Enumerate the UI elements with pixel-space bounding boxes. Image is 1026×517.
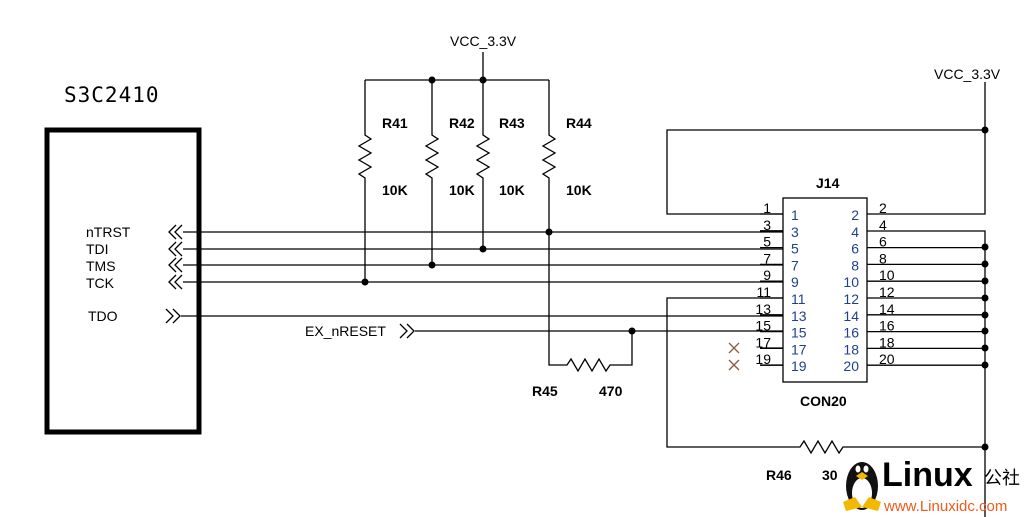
pin-inner-label-2: 2 bbox=[851, 207, 859, 223]
connector-ref: J14 bbox=[816, 175, 840, 191]
pin-inner-label-4: 4 bbox=[851, 224, 859, 240]
signal-tms: TMS bbox=[86, 258, 116, 274]
pin-outer-label-14: 14 bbox=[879, 301, 895, 317]
pin-inner-label-14: 14 bbox=[843, 308, 859, 324]
r42-value: 10K bbox=[449, 182, 475, 198]
r46-ref: R46 bbox=[766, 467, 792, 483]
tux-logo bbox=[843, 462, 881, 511]
pin-outer-label-17: 17 bbox=[755, 334, 771, 350]
connector-type: CON20 bbox=[800, 393, 847, 409]
pin-inner-label-6: 6 bbox=[851, 241, 859, 257]
pin-inner-label-11: 11 bbox=[791, 291, 806, 307]
vcc-right-label: VCC_3.3V bbox=[934, 66, 1001, 82]
connector-body bbox=[782, 197, 868, 383]
signal-ntrst: nTRST bbox=[86, 224, 131, 240]
pin-inner-label-17: 17 bbox=[791, 341, 807, 357]
chip-name: S3C2410 bbox=[64, 83, 160, 107]
pin-outer-label-20: 20 bbox=[879, 351, 895, 367]
pin-outer-label-10: 10 bbox=[879, 267, 895, 283]
junctions bbox=[361, 76, 989, 451]
pin-outer-label-11: 11 bbox=[756, 284, 771, 300]
r43-value: 10K bbox=[499, 182, 525, 198]
pin-outer-label-19: 19 bbox=[755, 351, 771, 367]
pin-outer-label-2: 2 bbox=[879, 200, 887, 216]
no-connect-17 bbox=[728, 342, 740, 354]
pin-outer-label-6: 6 bbox=[879, 234, 887, 250]
chip-body bbox=[44, 127, 202, 435]
pin-inner-label-10: 10 bbox=[843, 274, 859, 290]
connector-wires bbox=[666, 82, 986, 517]
r44-value: 10K bbox=[566, 182, 592, 198]
r42-ref: R42 bbox=[449, 115, 475, 131]
watermark-url: www.Linuxidc.com bbox=[883, 498, 1007, 515]
pin-outer-label-8: 8 bbox=[879, 250, 887, 266]
pullup-network bbox=[357, 52, 633, 373]
port-arrows bbox=[165, 224, 415, 339]
pin-outer-label-9: 9 bbox=[763, 267, 771, 283]
signal-tck: TCK bbox=[86, 275, 115, 291]
pin-outer-label-7: 7 bbox=[763, 250, 771, 266]
pin-inner-label-7: 7 bbox=[791, 257, 799, 273]
no-connect-marks bbox=[728, 342, 740, 371]
pin-outer-label-4: 4 bbox=[879, 217, 887, 233]
pin-inner-label-9: 9 bbox=[791, 274, 799, 290]
signal-tdo: TDO bbox=[88, 308, 118, 324]
signal-tdi: TDI bbox=[86, 241, 109, 257]
pin-inner-label-18: 18 bbox=[843, 341, 859, 357]
watermark-suffix: 公社 bbox=[984, 468, 1020, 489]
pin-inner-label-19: 19 bbox=[791, 358, 807, 374]
watermark: Linux 公社 www.Linuxidc.com bbox=[843, 456, 1020, 515]
no-connect-19 bbox=[728, 359, 740, 371]
pin-inner-label-3: 3 bbox=[791, 224, 799, 240]
pin-inner-label-15: 15 bbox=[791, 325, 807, 341]
pin-inner-label-13: 13 bbox=[791, 308, 807, 324]
r41-value: 10K bbox=[382, 182, 408, 198]
pin-inner-label-20: 20 bbox=[843, 358, 859, 374]
pin-outer-label-16: 16 bbox=[879, 318, 895, 334]
pin-outer-label-18: 18 bbox=[879, 334, 895, 350]
pin-outer-label-3: 3 bbox=[763, 217, 771, 233]
pin-inner-label-8: 8 bbox=[851, 257, 859, 273]
reset-net-label: EX_nRESET bbox=[305, 323, 386, 339]
pin-inner-label-16: 16 bbox=[843, 325, 859, 341]
r43-ref: R43 bbox=[499, 115, 525, 131]
watermark-brand: Linux bbox=[882, 456, 973, 494]
r41-ref: R41 bbox=[382, 115, 408, 131]
r45-ref: R45 bbox=[532, 383, 558, 399]
pin-inner-label-1: 1 bbox=[791, 207, 799, 223]
r44-ref: R44 bbox=[566, 115, 592, 131]
r46-value: 30 bbox=[822, 467, 838, 483]
vcc-top-label: VCC_3.3V bbox=[450, 33, 517, 49]
r45-value: 470 bbox=[599, 383, 623, 399]
pin-outer-label-13: 13 bbox=[755, 301, 771, 317]
pin-outer-label-15: 15 bbox=[755, 318, 771, 334]
pin-inner-label-5: 5 bbox=[791, 241, 799, 257]
pin-outer-label-12: 12 bbox=[879, 284, 895, 300]
pin-outer-label-1: 1 bbox=[763, 200, 771, 216]
pin-outer-label-5: 5 bbox=[763, 234, 771, 250]
pin-inner-label-12: 12 bbox=[843, 291, 859, 307]
